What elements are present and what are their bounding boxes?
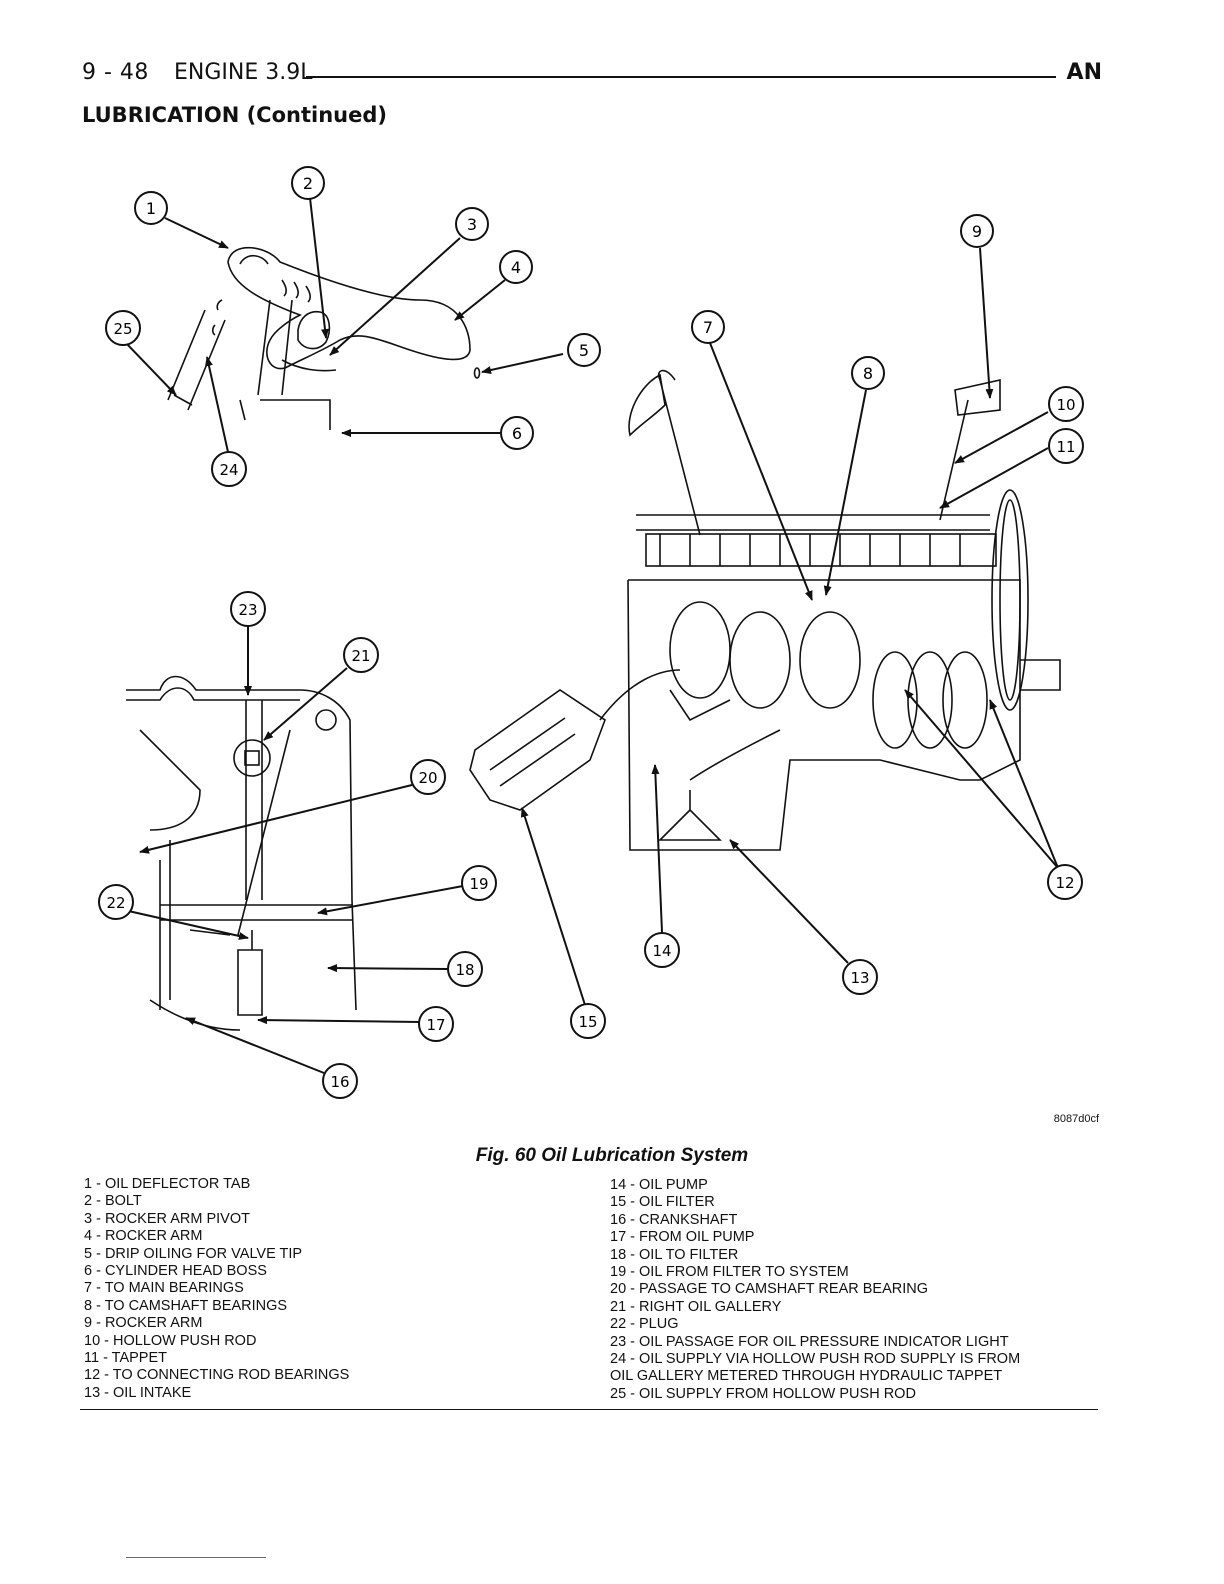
callout-5: 5 — [567, 333, 601, 367]
legend-item: 9 - ROCKER ARM — [84, 1315, 203, 1332]
engine-cutaway-drawing — [469, 369, 1061, 851]
callout-16: 16 — [322, 1063, 358, 1099]
legend-item: 14 - OIL PUMP — [610, 1177, 708, 1193]
svg-text:20: 20 — [418, 769, 437, 787]
callout-24: 24 — [211, 451, 247, 487]
callout-11: 11 — [1048, 428, 1084, 464]
legend-item: 20 - PASSAGE TO CAMSHAFT REAR BEARING — [610, 1281, 929, 1298]
callout-18: 18 — [447, 951, 483, 987]
svg-text:8: 8 — [863, 364, 873, 383]
callout-1: 1 — [134, 191, 168, 225]
legend-item: 22 - PLUG — [610, 1316, 679, 1333]
svg-text:17: 17 — [426, 1016, 445, 1034]
legend-item: 23 - OIL PASSAGE FOR OIL PRESSURE INDICA… — [610, 1333, 1009, 1350]
legend-item: 7 - TO MAIN BEARINGS — [84, 1280, 244, 1297]
legend-item: 24 - OIL SUPPLY VIA HOLLOW PUSH ROD SUPP… — [610, 1351, 1021, 1368]
svg-text:15: 15 — [578, 1013, 597, 1031]
diagram-svg: 1 2 3 4 5 6 7 8 9 10 11 12 13 14 15 16 1… — [98, 166, 1084, 1099]
svg-text:3: 3 — [467, 215, 477, 234]
callout-19: 19 — [461, 865, 497, 901]
callout-9: 9 — [960, 214, 994, 248]
legend-right-column: 14 - OIL PUMP 15 - OIL FILTER 16 - CRANK… — [610, 1177, 1110, 1403]
callout-4: 4 — [499, 250, 533, 284]
legend-item: 11 - TAPPET — [84, 1350, 167, 1367]
legend-item: 13 - OIL INTAKE — [84, 1384, 192, 1401]
svg-text:1: 1 — [146, 199, 156, 218]
svg-text:21: 21 — [351, 647, 370, 665]
legend-item: 8 - TO CAMSHAFT BEARINGS — [84, 1297, 288, 1314]
leader-lines — [123, 197, 1059, 1074]
svg-text:6: 6 — [512, 424, 522, 443]
legend-item: 10 - HOLLOW PUSH ROD — [84, 1332, 257, 1349]
footer-mark — [126, 1557, 266, 1558]
legend-item: 18 - OIL TO FILTER — [610, 1246, 739, 1263]
callout-15: 15 — [570, 1003, 606, 1039]
svg-text:22: 22 — [106, 894, 125, 912]
legend-item: 5 - DRIP OILING FOR VALVE TIP — [84, 1245, 303, 1262]
section-title: LUBRICATION (Continued) — [82, 103, 387, 127]
page-number: 9 - 48 — [82, 60, 149, 85]
legend-item: 21 - RIGHT OIL GALLERY — [610, 1298, 782, 1315]
callout-2: 2 — [291, 166, 325, 200]
svg-text:4: 4 — [511, 258, 521, 277]
svg-text:19: 19 — [469, 875, 488, 893]
svg-text:10: 10 — [1056, 396, 1075, 414]
svg-text:14: 14 — [652, 942, 671, 960]
svg-text:11: 11 — [1056, 438, 1075, 456]
svg-text:2: 2 — [303, 174, 313, 193]
callout-21: 21 — [343, 637, 379, 673]
callout-6: 6 — [500, 416, 534, 450]
engine-block-section-drawing — [126, 675, 357, 1031]
callout-23: 23 — [230, 591, 266, 627]
callout-20: 20 — [410, 759, 446, 795]
svg-text:7: 7 — [703, 318, 713, 337]
callout-17: 17 — [418, 1006, 454, 1042]
legend-item: 15 - OIL FILTER — [610, 1194, 715, 1211]
bottom-rule — [80, 1409, 1098, 1410]
legend-item: 16 - CRANKSHAFT — [610, 1211, 738, 1228]
page-header: 9 - 48 ENGINE 3.9L AN — [82, 60, 1102, 90]
header-rule — [306, 76, 1056, 78]
svg-text:9: 9 — [972, 222, 982, 241]
legend-item: 12 - TO CONNECTING ROD BEARINGS — [84, 1367, 350, 1384]
legend-item: 25 - OIL SUPPLY FROM HOLLOW PUSH ROD — [610, 1385, 916, 1402]
svg-text:12: 12 — [1055, 874, 1074, 892]
callout-7: 7 — [691, 310, 725, 344]
svg-text:23: 23 — [238, 601, 257, 619]
callout-22: 22 — [98, 884, 134, 920]
svg-text:5: 5 — [579, 341, 589, 360]
legend-item: 6 - CYLINDER HEAD BOSS — [84, 1263, 267, 1280]
legend-left-column: 1 - OIL DEFLECTOR TAB 2 - BOLT 3 - ROCKE… — [84, 1176, 554, 1402]
svg-text:13: 13 — [850, 969, 869, 987]
legend-item: 4 - ROCKER ARM — [84, 1228, 203, 1245]
model-code: AN — [1066, 60, 1102, 85]
legend-item: 17 - FROM OIL PUMP — [610, 1229, 755, 1246]
callout-14: 14 — [644, 932, 680, 968]
legend-item: 2 - BOLT — [84, 1193, 142, 1210]
callout-10: 10 — [1048, 386, 1084, 422]
svg-text:25: 25 — [113, 320, 132, 338]
callout-13: 13 — [842, 959, 878, 995]
callout-12: 12 — [1047, 864, 1083, 900]
figure-caption: Fig. 60 Oil Lubrication System — [475, 1145, 749, 1166]
chapter-title: ENGINE 3.9L — [174, 60, 313, 85]
callout-8: 8 — [851, 356, 885, 390]
svg-text:18: 18 — [455, 961, 474, 979]
oil-lubrication-diagram: 1 2 3 4 5 6 7 8 9 10 11 12 13 14 15 16 1… — [80, 150, 1100, 1135]
legend-item: 19 - OIL FROM FILTER TO SYSTEM — [610, 1264, 849, 1281]
legend-item: 3 - ROCKER ARM PIVOT — [84, 1210, 250, 1227]
callout-3: 3 — [455, 207, 489, 241]
figure-code: 8087d0cf — [1053, 1113, 1099, 1125]
legend-item: 1 - OIL DEFLECTOR TAB — [84, 1176, 251, 1192]
svg-text:24: 24 — [219, 461, 238, 479]
rocker-arm-drawing — [167, 246, 481, 430]
callout-25: 25 — [105, 310, 141, 346]
legend-item: OIL GALLERY METERED THROUGH HYDRAULIC TA… — [610, 1368, 1003, 1385]
svg-text:16: 16 — [330, 1073, 349, 1091]
